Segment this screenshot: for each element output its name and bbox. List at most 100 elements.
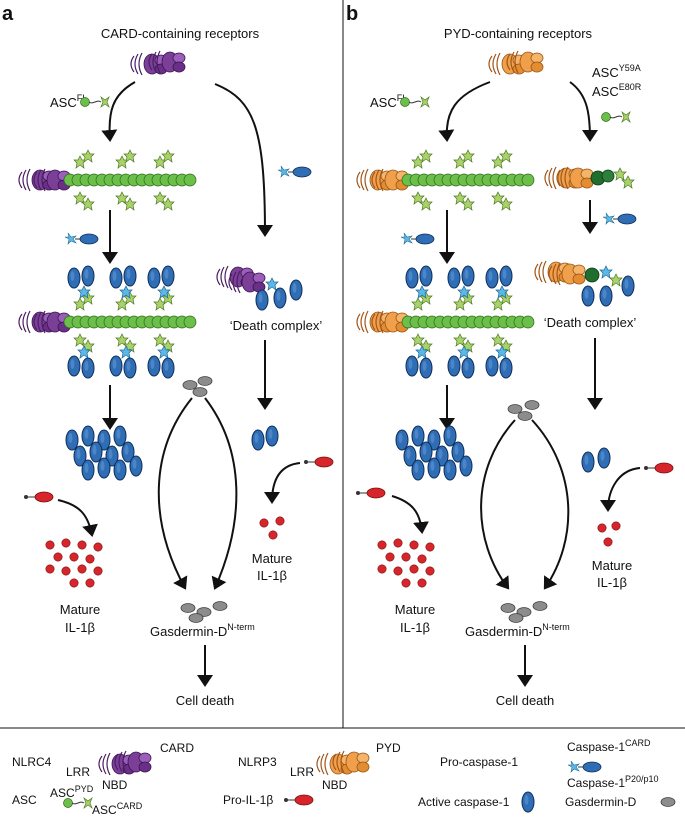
gasdermin-cleaved-a	[180, 601, 228, 623]
active-caspase	[419, 357, 433, 379]
legend-nlrc4-nbd: NBD	[102, 778, 128, 792]
active-caspase	[461, 265, 475, 287]
asc-fl-icon-b	[400, 96, 430, 108]
active-caspase	[81, 357, 95, 379]
arrow-b-il-right	[600, 467, 641, 512]
panel-a-letter: a	[2, 3, 14, 25]
asc-fl-label-b: ASCFL	[370, 93, 407, 110]
panel-b-title: PYD-containing receptors	[444, 26, 593, 41]
panel-a: a CARD-containing receptors ASCFL	[2, 3, 334, 708]
mature-label-b-left-1: Mature	[395, 602, 435, 617]
il-a-r2	[275, 516, 285, 526]
mature-il1b-dot	[45, 564, 55, 574]
legend-nlrc4-lrr: LRR	[66, 765, 90, 779]
active-caspase	[67, 267, 81, 289]
pro-il1b-b-right	[643, 462, 674, 474]
mature-il1b-dot	[61, 566, 71, 576]
gasdermin-label-a: Gasdermin-DN-term	[150, 622, 255, 639]
active-caspase	[459, 455, 473, 477]
legend: NLRC4 LRR NBD CARD ASC ASCPYD ASCCARD NL…	[12, 738, 676, 817]
legend-pro-caspase: Pro-caspase-1	[440, 755, 518, 769]
active-caspase	[113, 459, 127, 481]
active-caspase	[129, 455, 143, 477]
asc-card-star	[499, 197, 513, 211]
mature-label-a-right-1: Mature	[252, 551, 292, 566]
active-caspase	[109, 355, 123, 377]
active-caspase	[499, 265, 513, 287]
procaspase-icon-b-left	[400, 232, 435, 245]
asc-filament-b2	[356, 265, 535, 379]
legend-nlrp3-pyd: PYD	[376, 741, 401, 755]
active-caspase	[405, 355, 419, 377]
death-complex-a	[216, 265, 303, 311]
active-caspase	[443, 425, 457, 447]
il-b-r1	[597, 523, 607, 533]
mature-il1b-dot	[93, 542, 103, 552]
legend-active-caspase-icon	[521, 791, 535, 813]
gasdermin-top-b	[507, 400, 540, 421]
mature-il1b-dot	[69, 578, 79, 588]
active-caspase-cluster-a	[65, 425, 143, 481]
legend-pro-il1b: Pro-IL-1β	[223, 793, 273, 807]
legend-nlrc4: NLRC4	[12, 755, 52, 769]
active-caspase	[81, 425, 95, 447]
nlrp3-receptor-top	[488, 50, 544, 76]
death-complex-label-b: ‘Death complex’	[544, 315, 637, 330]
legend-nlrp3-lrr: LRR	[290, 765, 314, 779]
cell-death-label-b: Cell death	[496, 693, 555, 708]
mature-label-a-left-1: Mature	[60, 602, 100, 617]
death-complex-b	[534, 260, 635, 307]
panel-b: b PYD-containing receptors ASCFL ASCY59A…	[346, 3, 674, 708]
legend-active-caspase: Active caspase-1	[418, 795, 510, 809]
arrow-a-1	[101, 81, 136, 142]
active-caspase	[419, 441, 433, 463]
active-caspase	[485, 267, 499, 289]
mature-label-a-right-2: IL-1β	[257, 568, 287, 583]
arrow-b-gsd-left	[480, 419, 516, 590]
mature-il1b-cluster-a	[45, 538, 103, 588]
mature-il1b-dot	[85, 554, 95, 564]
active-caspase	[485, 355, 499, 377]
arrow-b-gsd-right	[531, 419, 570, 590]
asc-card-star	[461, 197, 475, 211]
caspase-a-r1	[251, 429, 265, 451]
legend-nlrp3-nbd: NBD	[322, 778, 348, 792]
arrow-a-il-left	[57, 499, 98, 537]
panel-a-title: CARD-containing receptors	[101, 26, 260, 41]
asc-filament-a1	[18, 149, 197, 211]
caspase-a-r2	[265, 425, 279, 447]
active-caspase	[461, 357, 475, 379]
mature-il1b-dot	[61, 538, 71, 548]
arrow-b-il-left	[391, 495, 429, 534]
asc-fl-label-a: ASCFL	[50, 93, 87, 110]
arrow-b-right	[569, 81, 598, 142]
asc-pyd-bead	[521, 315, 535, 329]
active-caspase	[97, 457, 111, 479]
asc-mutant-icon	[601, 111, 631, 123]
active-caspase	[443, 459, 457, 481]
gasdermin-label-b: Gasdermin-DN-term	[465, 622, 570, 639]
active-caspase	[81, 265, 95, 287]
active-caspase	[81, 459, 95, 481]
mature-il1b-dot	[401, 552, 411, 562]
pro-il1b-b-left	[355, 487, 386, 499]
panel-b-letter: b	[346, 3, 358, 25]
mature-label-b-right-2: IL-1β	[597, 575, 627, 590]
active-caspase	[427, 457, 441, 479]
mature-il1b-dot	[93, 566, 103, 576]
mature-il1b-cluster-b	[377, 538, 435, 588]
active-caspase	[67, 355, 81, 377]
active-caspase	[405, 267, 419, 289]
legend-casp-p20: Caspase-1P20/p10	[567, 774, 659, 790]
mature-il1b-dot	[377, 540, 387, 550]
arrow-a-gsd-right	[204, 397, 238, 590]
gasdermin-cleaved-b	[500, 601, 548, 623]
asc-fl-icon-a	[80, 96, 110, 108]
mature-il1b-dot	[77, 540, 87, 550]
active-caspase	[65, 429, 79, 451]
legend-nlrc4-card: CARD	[160, 741, 194, 755]
active-caspase	[123, 265, 137, 287]
active-caspase	[161, 265, 175, 287]
gasdermin-top-a	[182, 376, 213, 397]
